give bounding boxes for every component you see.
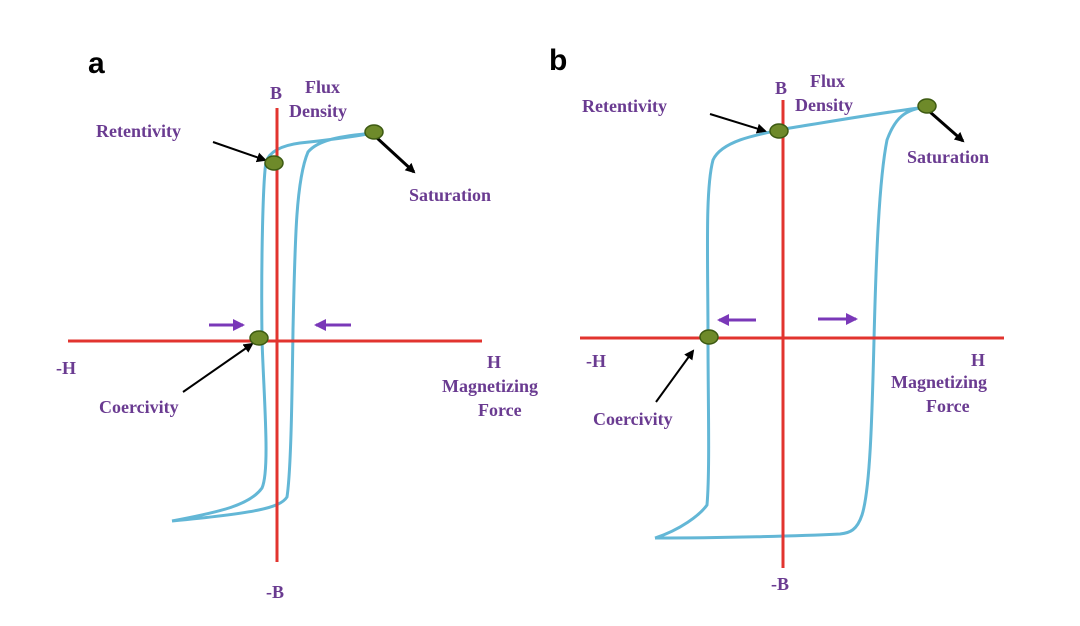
panel-b-neg-b-label: -B — [771, 574, 789, 594]
panel-a-saturation-point — [364, 124, 384, 140]
panel-a-coercivity-pointer — [182, 342, 254, 393]
panel-b-coercivity-label: Coercivity — [593, 409, 673, 429]
panel-a-saturation-label: Saturation — [409, 185, 491, 205]
panel-a-retentivity-point — [264, 155, 284, 171]
panel-b-force-label: Force — [926, 396, 970, 416]
panel-b-saturation-pointer — [929, 110, 965, 143]
panel-a-letter: a — [88, 47, 105, 80]
panel-a-density-label: Density — [289, 101, 347, 121]
panel-a-b-label: B — [270, 83, 282, 103]
panel-b-saturation-point — [917, 98, 937, 114]
panel-b-retentivity-point — [769, 123, 789, 139]
panel-b-neg-h-label: -H — [586, 351, 606, 371]
panel-b-density-label: Density — [795, 95, 853, 115]
panel-a-retentivity-pointer — [212, 141, 267, 163]
panel-a-coercivity-label: Coercivity — [99, 397, 179, 417]
panel-b-coercivity-pointer — [655, 349, 695, 403]
panel-a-flux-label: Flux — [305, 77, 340, 97]
panel-b-retentivity-label: Retentivity — [582, 96, 667, 116]
panel-a-retentivity-label: Retentivity — [96, 121, 181, 141]
panel-b-letter: b — [549, 44, 567, 77]
panel-a-saturation-pointer — [375, 136, 416, 174]
panel-b-hysteresis-loop — [654, 105, 928, 540]
panel-a-h-label: H — [487, 352, 501, 372]
panel-b: b B Flux Density Retentivity Saturation … — [549, 44, 1004, 594]
panel-a-neg-h-label: -H — [56, 358, 76, 378]
panel-b-b-label: B — [775, 78, 787, 98]
panel-a-hysteresis-loop — [171, 131, 375, 523]
panel-a-force-label: Force — [478, 400, 522, 420]
panel-a-neg-b-label: -B — [266, 582, 284, 602]
panel-a: a B Flux Density Retentivity Saturation … — [56, 47, 538, 602]
panel-a-coercivity-point — [249, 330, 269, 346]
panel-a-magnetizing-label: Magnetizing — [442, 376, 538, 396]
panel-b-saturation-label: Saturation — [907, 147, 989, 167]
panel-b-coercivity-point — [699, 329, 719, 345]
panel-b-magnetizing-label: Magnetizing — [891, 372, 987, 392]
panel-b-retentivity-pointer — [709, 113, 767, 134]
panel-b-flux-label: Flux — [810, 71, 845, 91]
panel-b-h-label: H — [971, 350, 985, 370]
